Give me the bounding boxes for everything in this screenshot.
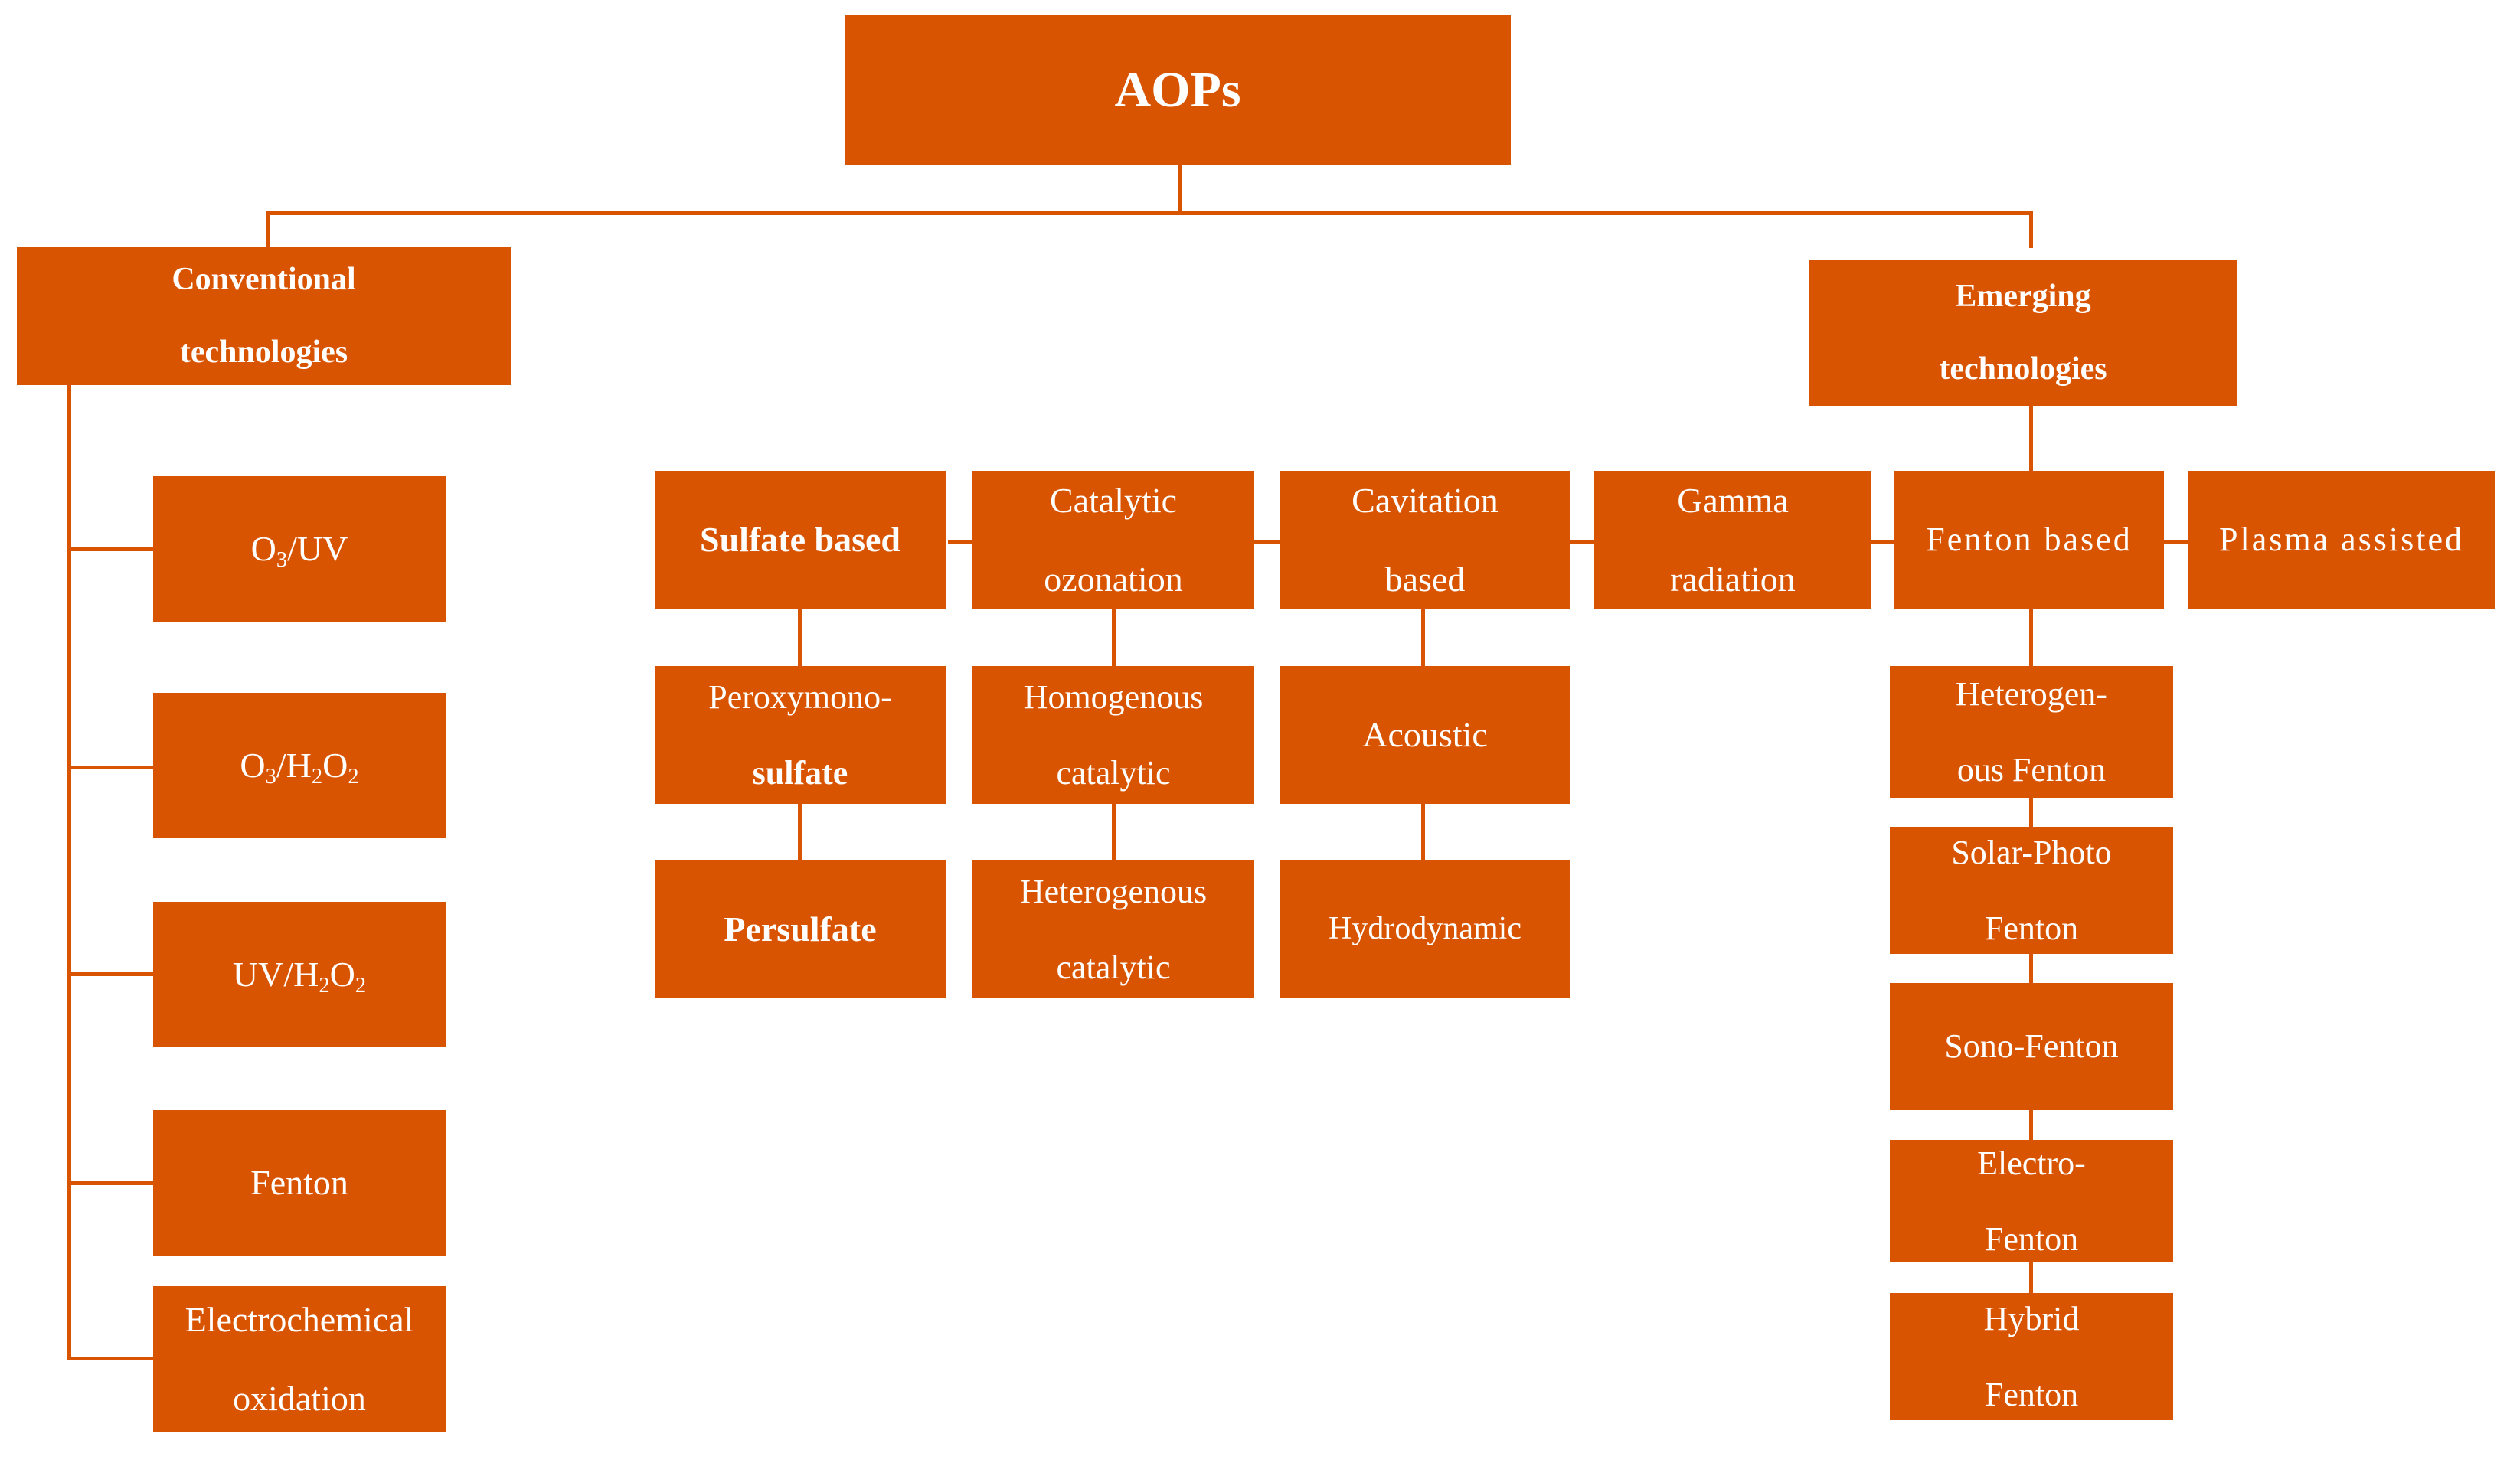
node-gamma-radiation[interactable]: Gamma radiation	[1594, 471, 1871, 609]
node-fenton[interactable]: Fenton	[153, 1110, 446, 1256]
node-label: O3/H2O2	[240, 746, 359, 789]
node-label-line2: catalytic	[1056, 948, 1171, 986]
connector-fenton-2	[2029, 796, 2033, 828]
node-label: Sono-Fenton	[1944, 1027, 2119, 1066]
connector-catalytic-2	[1112, 802, 1116, 862]
node-aops-root[interactable]: AOPs	[845, 15, 1511, 165]
node-label-line2: technologies	[1939, 351, 2107, 387]
node-homogenous-catalytic[interactable]: Homogenous catalytic	[972, 666, 1254, 804]
node-conventional-technologies[interactable]: Conventional technologies	[17, 247, 511, 385]
node-label-line2: catalytic	[1056, 753, 1171, 792]
node-hydrodynamic[interactable]: Hydrodynamic	[1280, 860, 1570, 998]
node-label-line2: technologies	[179, 334, 348, 370]
node-label: Sulfate based	[700, 520, 900, 560]
connector-row-link-3	[1570, 540, 1594, 544]
node-label-line2: Fenton	[1984, 1375, 2079, 1413]
node-catalytic-ozonation[interactable]: Catalytic ozonation	[972, 471, 1254, 609]
connector-top-bus	[266, 211, 2032, 215]
node-label-line2: sulfate	[752, 753, 848, 792]
connector-conventional-stub-4	[67, 1181, 153, 1185]
node-o3-h2o2[interactable]: O3/H2O2	[153, 693, 446, 838]
node-label-line1: Heterogenous	[1019, 873, 1208, 911]
node-label-line1: Cavitation	[1352, 480, 1499, 520]
node-label-line1: Emerging	[1955, 279, 2091, 315]
node-electro-fenton[interactable]: Electro- Fenton	[1890, 1140, 2173, 1262]
node-label-line1: Peroxymono-	[708, 678, 892, 717]
node-label: Fenton based	[1926, 521, 2133, 559]
node-label: UV/H2O2	[232, 955, 367, 998]
connector-emerging-down	[2029, 406, 2033, 475]
connector-row-link-4	[1871, 540, 1894, 544]
connector-to-emerging	[2029, 211, 2033, 248]
node-o3-uv[interactable]: O3/UV	[153, 476, 446, 622]
connector-catalytic-1	[1112, 606, 1116, 668]
node-label-line1: Gamma	[1677, 480, 1789, 520]
connector-sulfate-2	[798, 802, 802, 862]
node-emerging-technologies[interactable]: Emerging technologies	[1809, 260, 2237, 406]
node-label: O3/UV	[250, 529, 348, 573]
connector-fenton-3	[2029, 953, 2033, 984]
connector-conventional-stub-3	[67, 972, 153, 976]
node-label-line2: oxidation	[233, 1378, 366, 1418]
node-label: Plasma assisted	[2219, 521, 2464, 559]
connector-sulfate-1	[798, 606, 802, 668]
connector-root-down	[1178, 165, 1182, 214]
node-label-line1: Catalytic	[1049, 480, 1178, 520]
node-label: Acoustic	[1362, 715, 1488, 755]
connector-row-link-1	[948, 540, 972, 544]
node-label-line2: ozonation	[1044, 559, 1183, 599]
node-sono-fenton[interactable]: Sono-Fenton	[1890, 983, 2173, 1110]
node-cavitation-based[interactable]: Cavitation based	[1280, 471, 1570, 609]
node-label: Hydrodynamic	[1329, 911, 1521, 947]
node-heterogenous-catalytic[interactable]: Heterogenous catalytic	[972, 860, 1254, 998]
node-label: Fenton	[250, 1163, 348, 1203]
node-label-line1: Electro-	[1977, 1145, 2086, 1183]
connector-row-link-2	[1254, 540, 1280, 544]
node-label: Persulfate	[724, 909, 877, 949]
node-acoustic[interactable]: Acoustic	[1280, 666, 1570, 804]
connector-cavitation-2	[1421, 802, 1425, 862]
node-peroxymonosulfate[interactable]: Peroxymono- sulfate	[655, 666, 946, 804]
node-persulfate[interactable]: Persulfate	[655, 860, 946, 998]
connector-conventional-stub-1	[67, 547, 153, 551]
node-heterogenous-fenton[interactable]: Heterogen- ous Fenton	[1890, 666, 2173, 798]
connector-conventional-stub-2	[67, 766, 153, 769]
node-label-line1: Conventional	[172, 262, 356, 298]
node-electrochemical-oxidation[interactable]: Electrochemical oxidation	[153, 1286, 446, 1432]
node-sulfate-based[interactable]: Sulfate based	[655, 471, 946, 609]
connector-fenton-5	[2029, 1262, 2033, 1294]
node-label-line2: ous Fenton	[1956, 750, 2107, 789]
node-label-line1: Hybrid	[1983, 1300, 2080, 1338]
node-label-line2: Fenton	[1984, 1220, 2079, 1258]
node-label-line1: Homogenous	[1023, 678, 1204, 717]
node-label-line1: Solar-Photo	[1951, 834, 2112, 872]
connector-to-conventional	[266, 211, 270, 248]
node-fenton-based[interactable]: Fenton based	[1894, 471, 2164, 609]
node-label-line1: Electrochemical	[185, 1299, 414, 1339]
node-label-line2: based	[1384, 559, 1466, 599]
connector-cavitation-1	[1421, 606, 1425, 668]
node-plasma-assisted[interactable]: Plasma assisted	[2188, 471, 2495, 609]
node-label-line2: Fenton	[1984, 909, 2079, 947]
connector-conventional-spine	[67, 384, 71, 1360]
node-uv-h2o2[interactable]: UV/H2O2	[153, 902, 446, 1047]
node-label: AOPs	[1114, 62, 1241, 119]
node-label-line1: Heterogen-	[1956, 675, 2107, 714]
connector-row-link-5	[2164, 540, 2188, 544]
node-label-line2: radiation	[1670, 559, 1796, 599]
connector-conventional-stub-5	[67, 1357, 153, 1360]
connector-fenton-4	[2029, 1109, 2033, 1141]
node-solar-photo-fenton[interactable]: Solar-Photo Fenton	[1890, 827, 2173, 954]
connector-fenton-1	[2029, 606, 2033, 668]
node-hybrid-fenton[interactable]: Hybrid Fenton	[1890, 1293, 2173, 1420]
